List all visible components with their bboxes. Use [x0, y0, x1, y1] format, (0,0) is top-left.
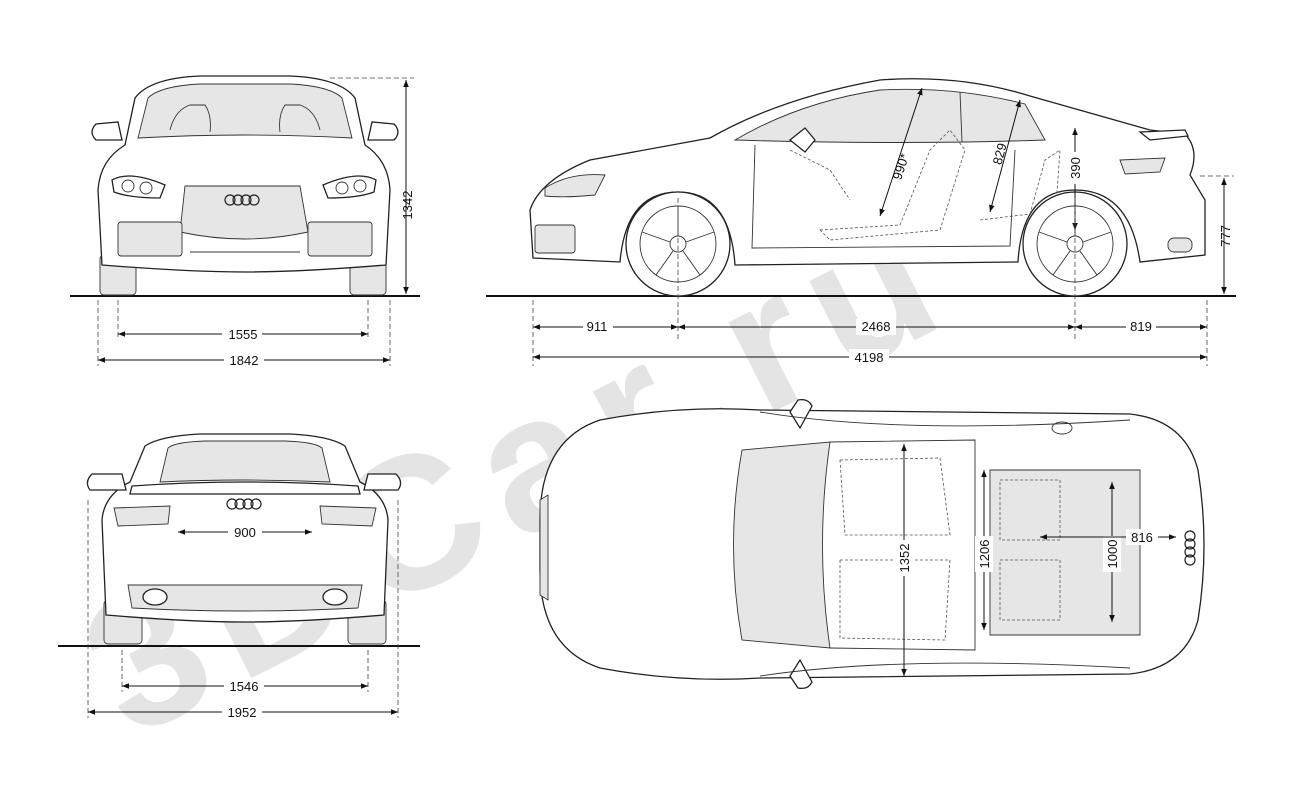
headlight-lens-left [121, 179, 135, 193]
side-seat-front [819, 129, 966, 241]
rear-taillight-left [113, 505, 171, 527]
side-length-label-bg [849, 349, 889, 365]
top-body-crease-upper [759, 411, 1131, 427]
front-seat-left [169, 104, 211, 133]
top-front-grille [539, 494, 549, 601]
front-track-label: 1555 [229, 327, 258, 342]
top-seat-right [839, 559, 951, 641]
rear-width-label-bg [222, 704, 262, 720]
front-height-label: 1342 [400, 191, 415, 220]
rear-trunk-width-label-bg [228, 524, 262, 540]
side-headroom-rear-label: 829 [990, 141, 1010, 166]
front-headlight-left [111, 175, 166, 199]
headlight-lens-right-2 [353, 179, 367, 193]
side-b-pillar [959, 91, 963, 143]
rear-view: 900 1546 1952 [58, 433, 420, 720]
top-trunk-length-label-bg [1126, 529, 1158, 545]
front-width-label-bg [224, 352, 264, 368]
side-taillight [1119, 157, 1166, 175]
front-intake-right [307, 221, 373, 257]
rear-taillight-right [319, 505, 377, 527]
top-rear-seat-left [999, 479, 1061, 541]
side-spoiler [1138, 129, 1190, 141]
rear-mirror-left [86, 473, 127, 491]
top-fuel-cap [1051, 421, 1073, 435]
front-track-label-bg [222, 326, 262, 342]
rear-track-label: 1546 [230, 679, 259, 694]
rear-exhaust-right [322, 588, 348, 606]
top-rear-width-label: 1206 [977, 540, 992, 569]
side-front-overhang-label-bg [583, 319, 613, 335]
side-wheelbase-label-bg [856, 319, 896, 335]
front-intake-left [117, 221, 183, 257]
front-width-label: 1842 [230, 353, 259, 368]
rear-diffuser [127, 584, 363, 612]
side-rear-ground-label: 777 [1218, 225, 1233, 247]
rear-track-label-bg [224, 678, 264, 694]
side-front-overhang-label: 911 [587, 319, 608, 334]
top-rear-seat-right [999, 559, 1061, 621]
side-mirror [788, 127, 816, 153]
rear-trunk-width-label: 900 [234, 525, 256, 540]
front-grille [179, 185, 309, 240]
side-exhaust [1167, 237, 1193, 253]
top-mirror-lower [789, 658, 813, 690]
top-body-crease-lower [759, 662, 1131, 677]
headlight-lens-left-2 [139, 181, 153, 195]
side-front-intake [534, 224, 576, 254]
side-rear-overhang-label: 819 [1130, 319, 1152, 334]
front-view: 1342 1555 1842 [70, 75, 420, 368]
front-mirror-right [367, 121, 399, 141]
top-view: 1352 1206 1000 816 [539, 398, 1205, 690]
top-windshield [733, 441, 831, 649]
front-seat-right [279, 104, 321, 133]
top-front-width-label-bg [895, 540, 913, 576]
front-headlight-right [322, 175, 377, 199]
top-trunk-width-label: 1000 [1105, 540, 1120, 569]
side-length-label: 4198 [855, 350, 884, 365]
rear-width-label: 1952 [228, 705, 257, 720]
rear-spoiler [129, 481, 361, 495]
top-trunk-length-label: 816 [1131, 530, 1153, 545]
side-rear-overhang-label-bg [1126, 319, 1156, 335]
front-windshield [137, 83, 353, 139]
top-rear-glass [989, 469, 1141, 636]
rear-mirror-right [363, 473, 402, 491]
side-wheelbase-label: 2468 [862, 319, 891, 334]
top-front-width-label: 1352 [897, 544, 912, 573]
side-headlight [544, 174, 606, 198]
side-rear-height-label-bg [1066, 152, 1084, 184]
rear-exhaust-left [142, 588, 168, 606]
rear-window [159, 440, 331, 483]
side-headroom-rear-dim [989, 99, 1021, 213]
side-headroom-front-dim [879, 87, 923, 217]
top-trunk-width-label-bg [1103, 536, 1121, 572]
side-seat-rear [979, 149, 1061, 221]
front-mirror-left [91, 121, 123, 141]
headlight-lens-right [335, 181, 349, 195]
side-view: 990* 829 390 777 911 2468 819 4198 [486, 78, 1236, 366]
side-rear-height-label: 390 [1068, 157, 1083, 179]
top-mirror-upper [789, 398, 813, 430]
top-rear-width-label-bg [975, 536, 993, 572]
